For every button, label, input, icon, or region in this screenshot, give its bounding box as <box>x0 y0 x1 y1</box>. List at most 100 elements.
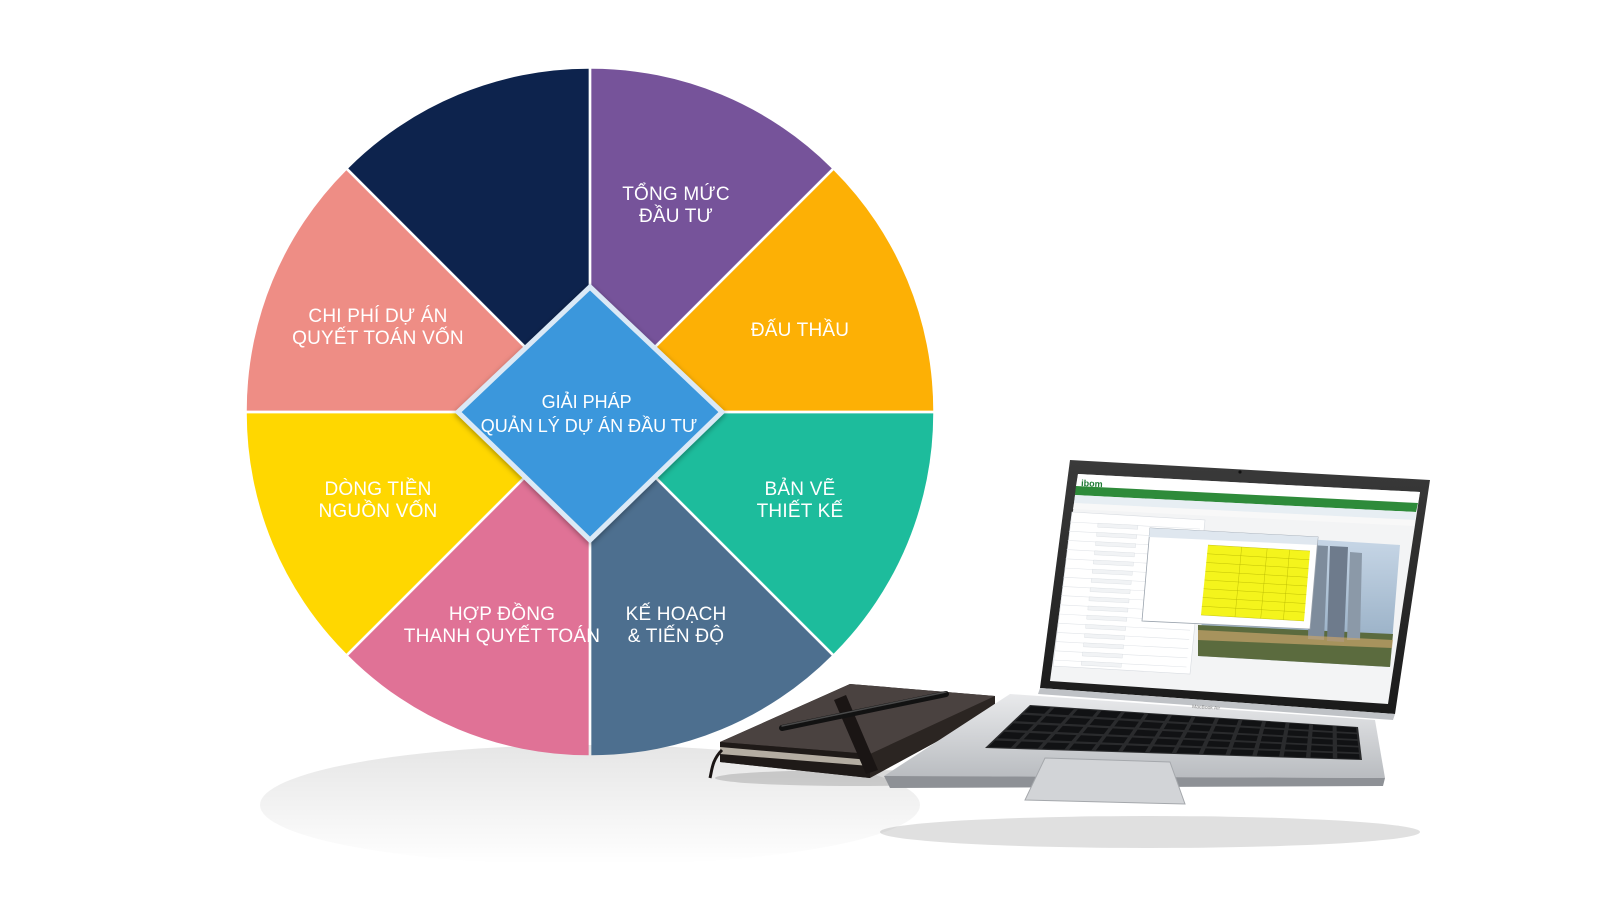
center-label: GIẢI PHÁP QUẢN LÝ DỰ ÁN ĐẦU TƯ <box>481 391 697 436</box>
keyboard-key <box>1311 738 1333 745</box>
keyboard-key <box>1049 734 1077 742</box>
app-table-lines <box>1200 544 1311 622</box>
keyboard-key <box>1312 731 1333 738</box>
wheel-segment-label: KẾ HOẠCH& TIẾN ĐỘ <box>626 603 727 647</box>
table-row-line <box>1207 553 1310 560</box>
wheel-segment-shape <box>348 415 589 756</box>
table-row-line <box>1201 606 1305 613</box>
table-col-line <box>1260 548 1268 619</box>
keyboard-key <box>1149 746 1175 753</box>
keyboard-key <box>1192 717 1216 724</box>
laptop-trackpad <box>1024 757 1186 805</box>
center-label-line-2: QUẢN LÝ DỰ ÁN ĐẦU TƯ <box>481 415 697 436</box>
keyboard-key <box>1075 735 1103 743</box>
keyboard-key <box>1176 747 1202 754</box>
wheel-segment-label-line: THIẾT KẾ <box>757 500 844 522</box>
form-row-field <box>1090 578 1132 585</box>
pen <box>779 691 949 731</box>
wheel-segment-label-line: QUYẾT TOÁN VỐN <box>292 327 464 349</box>
table-row-line <box>1206 562 1309 569</box>
laptop-screen: ibom <box>1050 474 1420 704</box>
keyboard-key <box>1101 736 1128 744</box>
keyboard-key <box>1158 730 1184 738</box>
wheel-segment-shape <box>246 413 587 654</box>
keyboard-key <box>1154 738 1180 746</box>
keyboard-keys <box>988 706 1360 760</box>
keyboard-key <box>1337 746 1359 753</box>
keyboard-key <box>1122 745 1149 752</box>
keyboard-key <box>1287 730 1309 737</box>
wheel-segment-label-line: HỢP ĐỒNG <box>449 603 555 625</box>
keyboard-key <box>1336 739 1359 746</box>
form-row-field <box>1085 624 1126 631</box>
laptop-brand-logo: ibom <box>1081 478 1103 489</box>
table-row-line <box>1204 579 1308 587</box>
table-row-line <box>1205 571 1308 578</box>
form-row-field <box>1084 633 1125 640</box>
keyboard-key <box>1040 716 1067 724</box>
keyboard-key <box>1128 737 1154 745</box>
wheel-segment-shape <box>591 68 832 409</box>
form-row-field <box>1087 605 1129 613</box>
form-row-field <box>1083 642 1124 650</box>
keyboard-key <box>1258 743 1282 750</box>
keyboard-key <box>1256 750 1281 757</box>
keyboard-key <box>1209 733 1234 740</box>
keyboard-key <box>1096 710 1121 719</box>
wheel-reflection <box>260 745 920 865</box>
keyboard-key <box>1229 749 1254 756</box>
form-row-field <box>1089 587 1131 594</box>
keyboard-key <box>1188 724 1212 732</box>
center-diamond-shape <box>454 283 726 544</box>
wheel-segment-ke-hoach-tien-do: KẾ HOẠCH& TIẾN ĐỘ <box>348 415 727 756</box>
keyboard-key <box>1120 712 1145 720</box>
keyboard-key <box>1168 715 1192 723</box>
wheel-segment-label: ĐẤU THẦU <box>751 319 849 341</box>
keyboard-key <box>1336 733 1358 740</box>
keyboard-key <box>1336 726 1357 733</box>
keyboard-key <box>1311 745 1333 752</box>
keyboard-key <box>988 740 1018 748</box>
keyboard-key <box>1082 727 1109 735</box>
keyboard-key <box>1114 720 1139 728</box>
keyboard-key <box>1015 714 1043 723</box>
wheel-segment-shape <box>593 170 934 411</box>
app-navbar <box>1075 486 1418 512</box>
keyboard-key <box>1089 718 1115 727</box>
keyboard-key <box>1203 748 1228 755</box>
keyboard-key <box>1216 718 1239 726</box>
keyboard-key <box>1069 743 1096 751</box>
keyboard-key <box>1206 740 1231 748</box>
keyboard-key <box>1024 706 1051 714</box>
form-row-field <box>1093 559 1134 567</box>
form-row-field <box>1097 523 1139 530</box>
keyboard-key <box>1015 741 1044 749</box>
keyboard-key <box>1072 709 1098 717</box>
table-col-line <box>1283 549 1290 620</box>
wheel-segment-label-line: ĐẦU TƯ <box>639 205 713 227</box>
laptop-bezel-label: MacBook Air <box>1192 704 1221 712</box>
keyboard-key <box>1284 744 1308 751</box>
keyboard-key <box>1108 728 1134 736</box>
keyboard-key <box>1133 729 1159 737</box>
keyboard-key <box>1006 723 1034 731</box>
keyboard-key <box>1057 725 1084 733</box>
form-row-field <box>1094 550 1135 558</box>
keyboard-key <box>1180 739 1205 747</box>
keyboard-key <box>1264 721 1286 729</box>
keyboard-key <box>1064 717 1091 725</box>
keyboard-key <box>1286 737 1308 744</box>
keyboard-key <box>1163 723 1188 731</box>
keyboard-key <box>997 731 1026 740</box>
keyboard-key <box>1262 728 1285 736</box>
form-row-field <box>1092 569 1133 576</box>
